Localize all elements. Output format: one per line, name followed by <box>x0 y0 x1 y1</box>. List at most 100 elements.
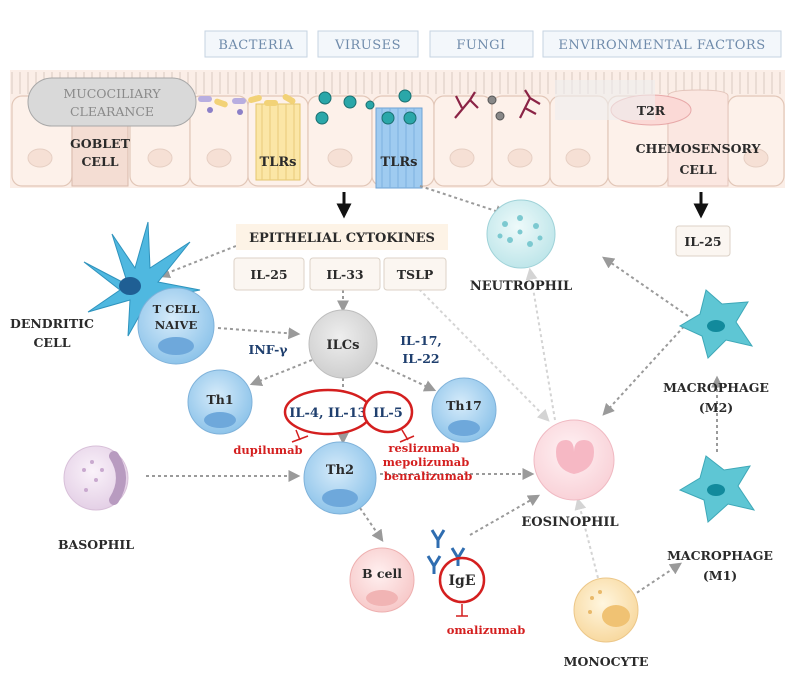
arrow-monocyte-eosinophil <box>574 497 599 579</box>
arrow-eosinophil-neutrophil <box>525 267 556 421</box>
il5-highlight <box>362 390 414 434</box>
dendritic-label-2: CELL <box>33 335 70 350</box>
arrow-tlr-neutrophil <box>419 185 508 217</box>
tlrs-label-left: TLRs <box>260 155 297 170</box>
il5-inhibitor-icon <box>399 429 415 443</box>
il25-label: IL-25 <box>250 267 287 282</box>
mucociliary-label-1: MUCOCILIARY <box>63 86 161 101</box>
macro-m1-label-1: MACROPHAGE <box>667 548 773 563</box>
dupilumab-inhibitor-icon <box>291 429 309 443</box>
tcell-label-1: T CELL <box>153 302 200 316</box>
arrow-tslp-eosinophil <box>414 284 550 422</box>
il17-label-2: IL-22 <box>402 351 439 366</box>
bacteria-label: BACTERIA <box>218 38 293 53</box>
ige-highlight-circle <box>438 556 486 604</box>
th1-cell: Th1 <box>187 369 253 435</box>
arrow-ige-eosinophil <box>469 494 541 536</box>
epithelial-cytokines-label: EPITHELIAL CYTOKINES <box>249 231 435 246</box>
macrophage-m2-cell: MACROPHAGE (M2) <box>663 289 769 415</box>
viruses-box <box>317 30 419 58</box>
goblet-label-2: CELL <box>81 154 118 169</box>
ilcs-cell: ILCs <box>308 309 378 379</box>
bcell-label: B cell <box>362 566 402 581</box>
mucociliary-clearance-pill <box>27 77 197 127</box>
th2-cell: Th2 <box>303 441 377 515</box>
virus-icon <box>315 89 417 125</box>
t2r-label: T2R <box>637 103 666 118</box>
mediators: INF-γ IL-17, IL-22 IL-4, IL-13 IL-5 <box>248 333 442 436</box>
arrow-m2-neutrophil <box>602 256 689 317</box>
th1-label: Th1 <box>206 392 233 407</box>
il33-box <box>309 257 381 291</box>
dendritic-label-1: DENDRITIC <box>10 316 94 331</box>
arrow-th2-bcell <box>359 507 384 542</box>
th17-label: Th17 <box>446 398 482 413</box>
macro-m2-label-2: (M2) <box>699 400 733 415</box>
inf-gamma-label: INF-γ <box>248 342 288 357</box>
eosinophil-label: EOSINOPHIL <box>521 515 618 530</box>
arrow-m2-eosinophil <box>602 321 689 416</box>
il25-right-box <box>675 225 731 257</box>
arrow-monocyte-m1 <box>631 562 682 597</box>
bacteria-box <box>204 30 308 58</box>
tslp-label: TSLP <box>397 267 434 282</box>
arrow-tcell-ilcs <box>217 327 301 340</box>
tlr-left <box>255 103 301 181</box>
cell-nuclei <box>27 148 769 168</box>
th2-label: Th2 <box>326 463 354 478</box>
dupilumab-label: dupilumab <box>233 443 302 457</box>
ige-label: IgE <box>448 573 475 589</box>
environmental-particles <box>555 80 655 120</box>
cells: NEUTROPHIL DENDRITIC CELL T CELL NAIVE I… <box>10 199 773 669</box>
chemosensory-label-1: CHEMOSENSORY <box>636 141 762 156</box>
bacteria-icon <box>198 94 296 115</box>
monocyte-label: MONOCYTE <box>564 654 649 669</box>
viruses-label: VIRUSES <box>334 38 401 53</box>
th17-cell: Th17 <box>431 377 497 443</box>
eosinophil-cell: EOSINOPHIL <box>521 419 619 530</box>
goblet-label-1: GOBLET <box>70 136 130 151</box>
ilcs-label: ILCs <box>327 338 360 353</box>
mepolizumab-label: mepolizumab <box>383 455 470 469</box>
fungi-box <box>429 30 534 58</box>
drugs: dupilumab reslizumab mepolizumab benrali… <box>233 429 526 637</box>
tcell-label-2: NAIVE <box>155 318 198 332</box>
tcell-naive: T CELL NAIVE <box>137 287 215 365</box>
il25-box <box>233 257 305 291</box>
cytokine-panel: EPITHELIAL CYTOKINES IL-25 IL-33 TSLP IL… <box>233 224 731 291</box>
macro-m2-label-1: MACROPHAGE <box>663 380 769 395</box>
ige-antibody-icon <box>426 529 466 574</box>
mucociliary-label-2: CLEARANCE <box>70 104 154 119</box>
fungi-icon <box>454 89 541 121</box>
environmental-box <box>542 30 782 58</box>
omalizumab-label: omalizumab <box>447 623 526 637</box>
reslizumab-label: reslizumab <box>388 441 459 455</box>
arrow-ilcs-th1 <box>249 359 313 387</box>
neutrophil-label: NEUTROPHIL <box>470 279 572 294</box>
monocyte-cell: MONOCYTE <box>564 577 649 669</box>
environmental-label: ENVIRONMENTAL FACTORS <box>558 38 765 53</box>
il4-il13-label: IL-4, IL-13 <box>289 406 366 421</box>
benralizumab-label: benralizumab <box>384 469 473 483</box>
basophil-cell: BASOPHIL <box>58 445 134 552</box>
pathogen-header: BACTERIA VIRUSES FUNGI ENVIRONMENTAL FAC… <box>204 30 782 58</box>
macrophage-m1-cell: MACROPHAGE (M1) <box>667 455 773 583</box>
epithelial-cytokines-box <box>236 224 448 250</box>
il5-label: IL-5 <box>373 406 403 421</box>
fungi-label: FUNGI <box>456 38 505 53</box>
chemosensory-label-2: CELL <box>679 162 716 177</box>
neutrophil-cell: NEUTROPHIL <box>470 199 572 294</box>
omalizumab-inhibitor-icon <box>456 604 468 617</box>
tlrs-label-right: TLRs <box>381 155 418 170</box>
bcell-cell: B cell <box>349 547 415 613</box>
arrows <box>146 185 723 597</box>
il33-label: IL-33 <box>326 267 363 282</box>
arrow-cytokine-dendritic <box>157 245 237 279</box>
epithelium: MUCOCILIARY CLEARANCE GOBLET CELL TLRs T… <box>10 70 785 189</box>
tslp-box <box>383 257 447 291</box>
il17-label-1: IL-17, <box>400 333 442 348</box>
macro-m1-label-2: (M1) <box>703 568 737 583</box>
il25-right-label: IL-25 <box>684 234 721 249</box>
